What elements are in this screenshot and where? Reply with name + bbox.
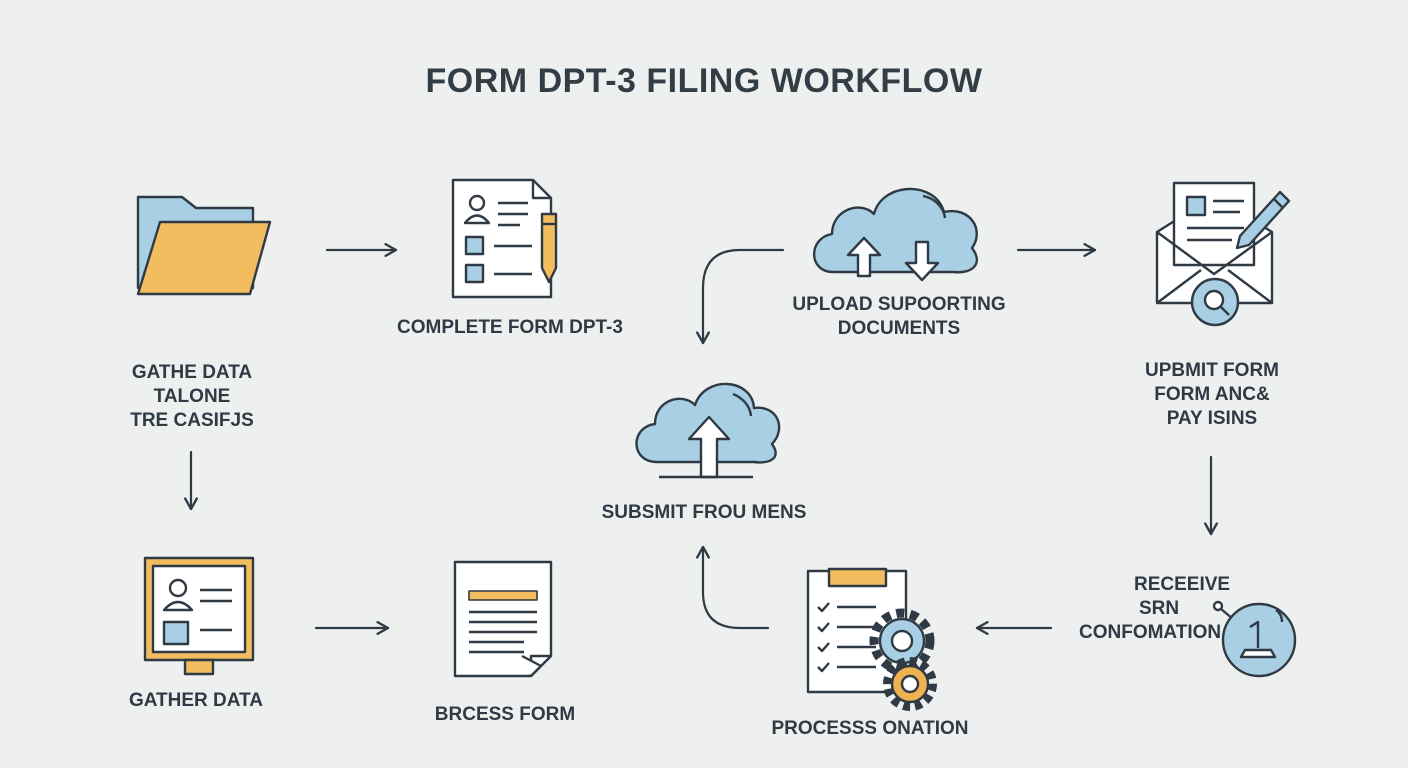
stamp-icon bbox=[1212, 600, 1297, 678]
step-label-process-onation: PROCESSS ONATION bbox=[760, 717, 980, 741]
label-line: TRE CASIFJS bbox=[130, 410, 254, 431]
label-line: SRN bbox=[1139, 598, 1180, 619]
monitor-profile-icon bbox=[143, 556, 255, 676]
label-line: UPBMIT FORM bbox=[1144, 360, 1280, 381]
step-label-process-form: BRCESS FORM bbox=[420, 703, 590, 727]
step-label-upload-documents: UPLOAD SUPOORTING DOCUMENTS bbox=[770, 293, 1028, 341]
checklist-gears-icon bbox=[806, 567, 937, 711]
label-line: COMPLETE FORM DPT-3 bbox=[397, 317, 623, 338]
cloud-sync-icon bbox=[812, 187, 978, 282]
document-icon bbox=[453, 560, 553, 678]
label-line: FORM ANC& bbox=[1154, 384, 1270, 405]
step-label-submit-pay: UPBMIT FORM FORM ANC& PAY ISINS bbox=[1128, 359, 1296, 431]
folder-icon bbox=[136, 195, 272, 296]
label-line: CONFOMATION bbox=[1079, 622, 1222, 643]
label-line: DOCUMENTS bbox=[837, 318, 961, 339]
step-label-submit-center: SUBSMIT FROU MENS bbox=[584, 501, 824, 525]
arrow-process-up-to-center bbox=[696, 545, 770, 630]
label-line: GATHE DATA bbox=[131, 362, 253, 383]
form-pencil-icon bbox=[451, 178, 558, 299]
label-line: BRCESS FORM bbox=[434, 704, 576, 725]
label-line: UPLOAD SUPOORTING bbox=[792, 294, 1006, 315]
label-line: PAY ISINS bbox=[1166, 408, 1258, 429]
label-line: PROCESSS ONATION bbox=[771, 718, 969, 739]
label-line: RECEEIVE bbox=[1134, 574, 1231, 595]
step-label-receive-srn: RECEEIVE SRN CONFOMATION bbox=[1076, 573, 1236, 645]
label-line: TALONE bbox=[153, 386, 231, 407]
step-label-gather-data-top: GATHE DATA TALONE TRE CASIFJS bbox=[112, 361, 272, 433]
arrow-form-upload-to-center bbox=[696, 248, 785, 345]
cloud-upload-icon bbox=[635, 382, 781, 479]
step-label-gather-data-bottom: GATHER DATA bbox=[112, 689, 280, 713]
diagram-title: FORM DPT-3 FILING WORKFLOW bbox=[425, 62, 983, 100]
label-line: GATHER DATA bbox=[128, 690, 264, 711]
step-label-complete-form: COMPLETE FORM DPT-3 bbox=[380, 316, 640, 340]
envelope-search-icon bbox=[1155, 181, 1291, 327]
label-line: SUBSMIT FROU MENS bbox=[601, 502, 807, 523]
